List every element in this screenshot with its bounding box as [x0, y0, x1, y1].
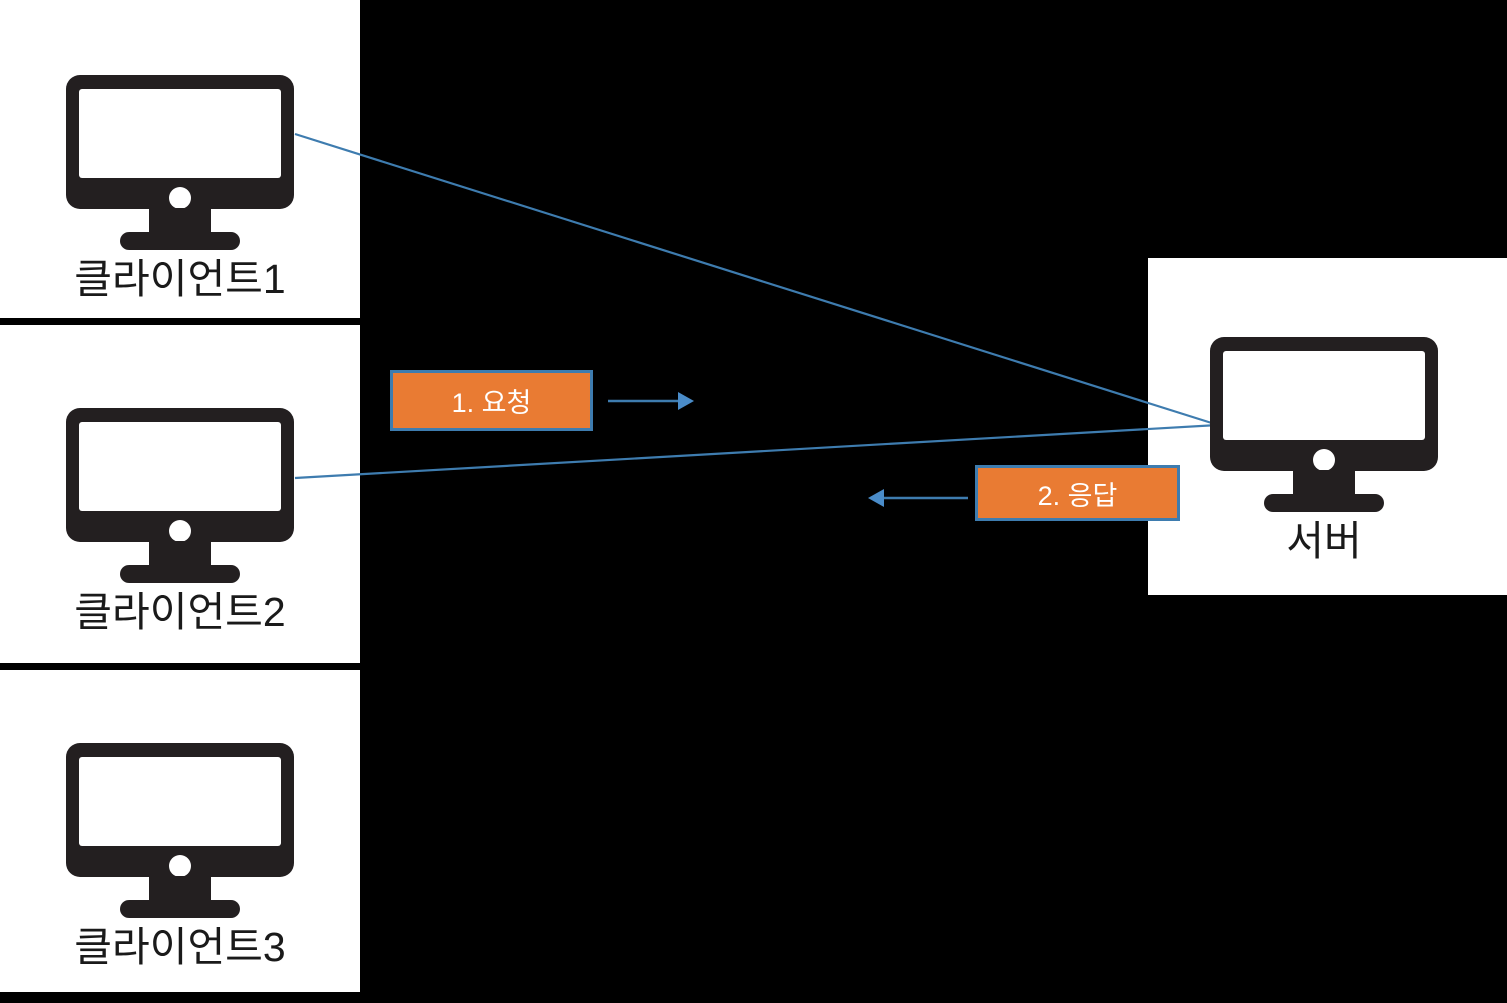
monitor-screen [79, 757, 281, 846]
arrow-right-icon [608, 392, 694, 410]
monitor-body [66, 743, 294, 877]
monitor-camera-dot [1313, 449, 1335, 471]
message-box-request[interactable]: 1. 요청 [390, 370, 593, 431]
client-label-1: 클라이언트1 [74, 256, 286, 302]
client-label-3: 클라이언트3 [74, 924, 286, 970]
monitor-base [1264, 494, 1384, 512]
monitor-body [66, 408, 294, 542]
monitor-body [1210, 337, 1438, 471]
monitor-icon [66, 408, 294, 583]
server-node[interactable]: 서버 [1210, 337, 1438, 567]
monitor-icon [66, 743, 294, 918]
monitor-icon [1210, 337, 1438, 512]
monitor-base [120, 565, 240, 583]
message-box-response[interactable]: 2. 응답 [975, 465, 1180, 521]
client-node-1[interactable]: 클라이언트1 [66, 75, 294, 305]
monitor-screen [79, 422, 281, 511]
monitor-camera-dot [169, 187, 191, 209]
monitor-base [120, 232, 240, 250]
monitor-camera-dot [169, 520, 191, 542]
monitor-icon [66, 75, 294, 250]
client-label-2: 클라이언트2 [74, 589, 286, 635]
client-node-3[interactable]: 클라이언트3 [66, 743, 294, 973]
server-label: 서버 [1286, 518, 1362, 564]
monitor-base [120, 900, 240, 918]
client-node-2[interactable]: 클라이언트2 [66, 408, 294, 638]
monitor-screen [1223, 351, 1425, 440]
arrow-left-icon [868, 489, 968, 507]
monitor-body [66, 75, 294, 209]
monitor-camera-dot [169, 855, 191, 877]
message-label-response: 2. 응답 [1037, 480, 1118, 511]
message-label-request: 1. 요청 [451, 388, 532, 418]
monitor-screen [79, 89, 281, 178]
